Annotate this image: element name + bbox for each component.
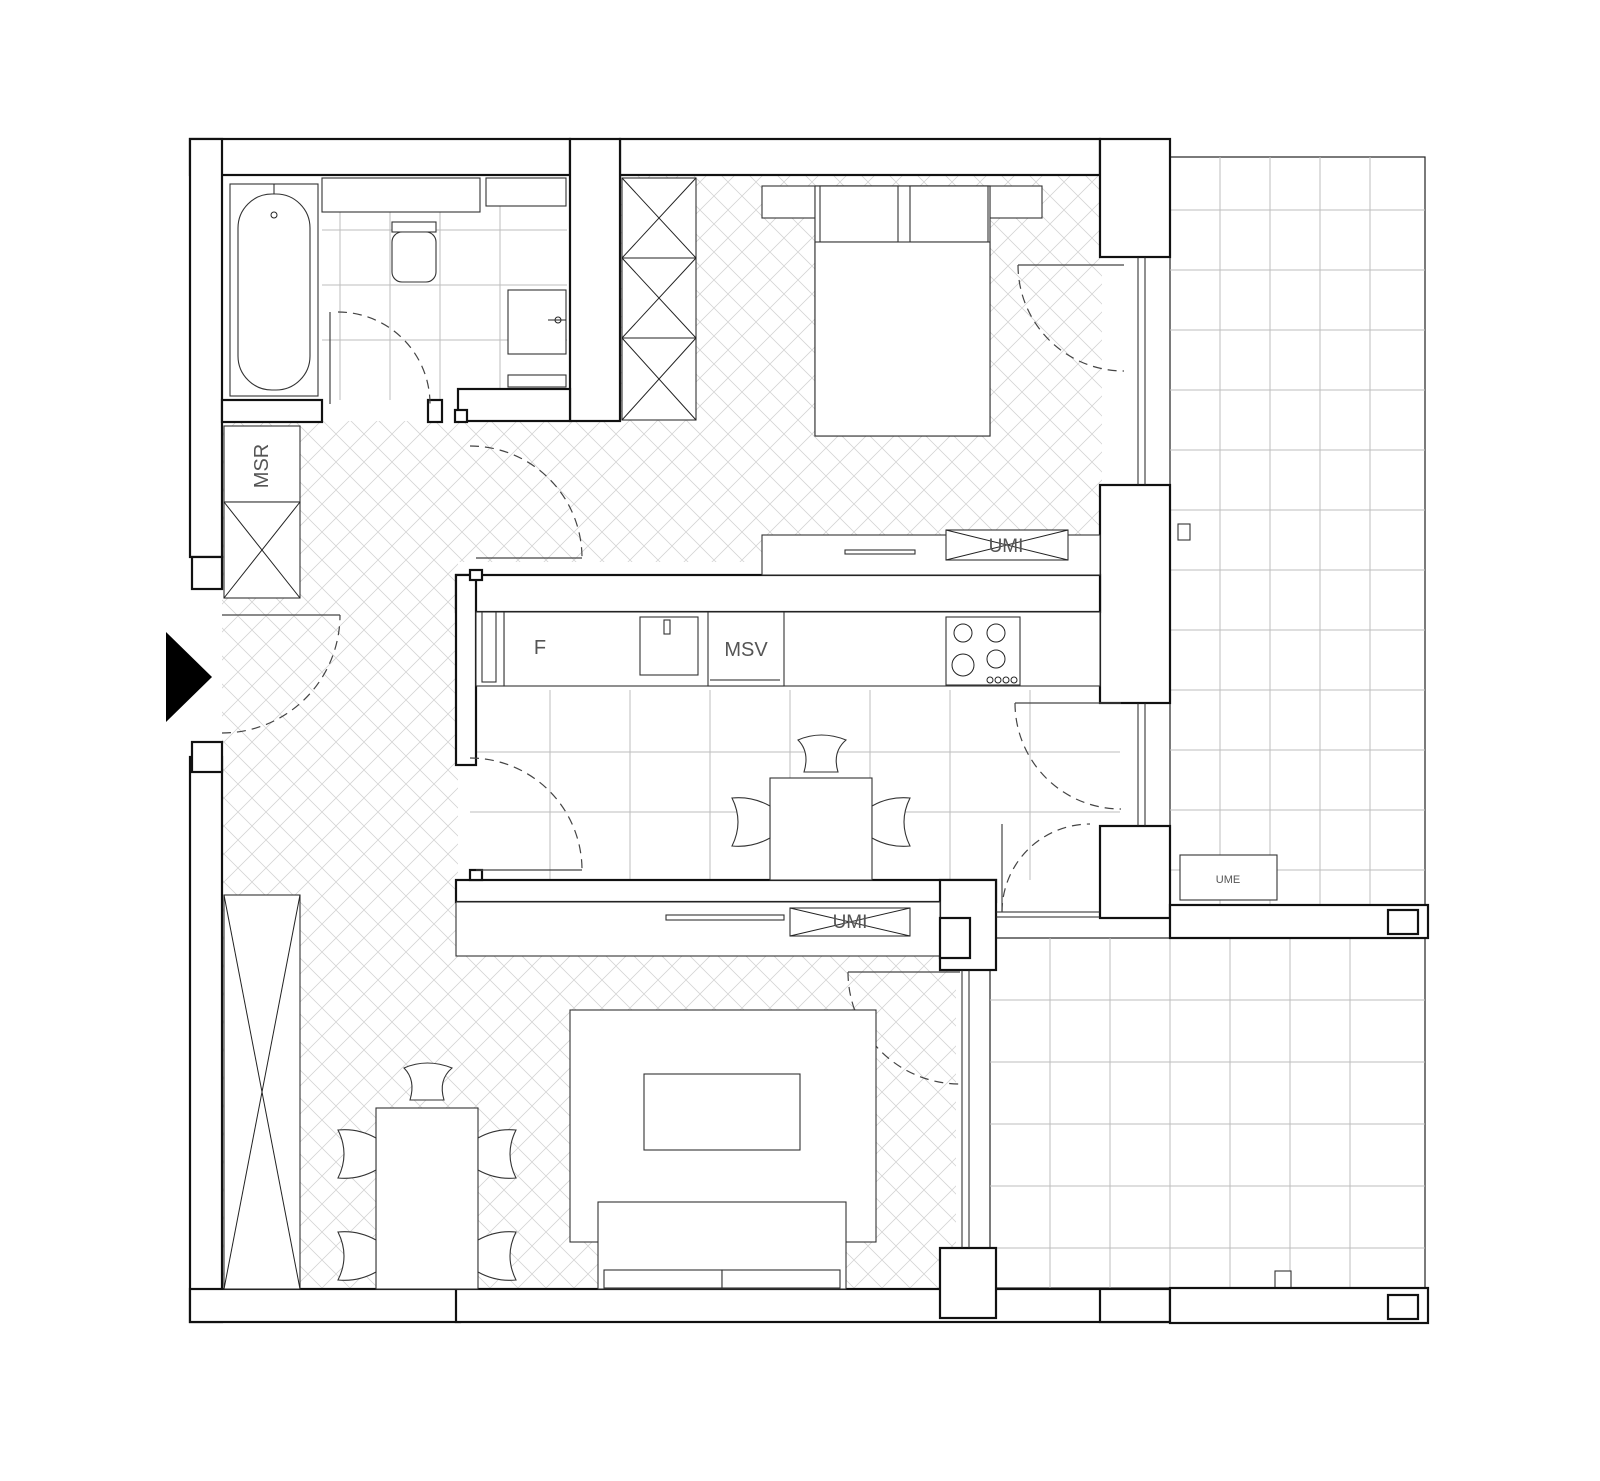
chair-icon <box>337 1231 377 1281</box>
umi-living-label: UMI <box>833 912 868 933</box>
chair-icon <box>871 797 911 847</box>
exterior-walls <box>188 137 1172 1324</box>
bedroom-wardrobe <box>621 177 697 421</box>
windows <box>961 257 1191 1248</box>
hob-icon <box>945 616 1021 686</box>
sofa-area <box>569 1009 877 1290</box>
fridge-label: F <box>534 637 546 659</box>
fridge <box>481 611 497 683</box>
msv-label: MSV <box>724 639 768 661</box>
bathroom-cabinet <box>507 374 567 388</box>
chair-icon <box>477 1231 517 1281</box>
ume-label: UME <box>1216 874 1240 886</box>
ume-unit <box>1179 854 1278 901</box>
msr-cabinet <box>223 425 301 503</box>
kitchen-dining-set <box>731 734 911 881</box>
sink-icon <box>639 616 699 676</box>
bathtub-icon <box>229 183 319 397</box>
entrance-arrow-icon <box>166 632 212 722</box>
doors <box>221 264 1125 1085</box>
terrace-lower <box>989 937 1426 1289</box>
chair-icon <box>797 734 848 773</box>
terrace-upper <box>1169 156 1426 908</box>
toilet-icon <box>391 221 437 283</box>
washbasin-icon <box>507 289 567 355</box>
msr-label: MSR <box>251 444 273 488</box>
interior-walls <box>220 137 1430 1325</box>
bathroom-counter <box>321 177 481 213</box>
living-dining-set <box>337 1062 517 1290</box>
chair-icon <box>731 797 771 847</box>
living-wardrobe <box>223 894 301 1290</box>
living-tv <box>665 914 785 921</box>
chair-icon <box>477 1129 517 1179</box>
umi-bedroom-label: UMI <box>989 536 1024 557</box>
bathroom-shelf <box>485 177 567 207</box>
chair-icon <box>403 1062 454 1101</box>
living-column <box>938 916 972 960</box>
hall-closet <box>223 501 301 599</box>
double-bed <box>761 185 1043 437</box>
bedroom-tv <box>844 549 916 555</box>
msv-unit <box>707 611 785 687</box>
chair-icon <box>337 1129 377 1179</box>
